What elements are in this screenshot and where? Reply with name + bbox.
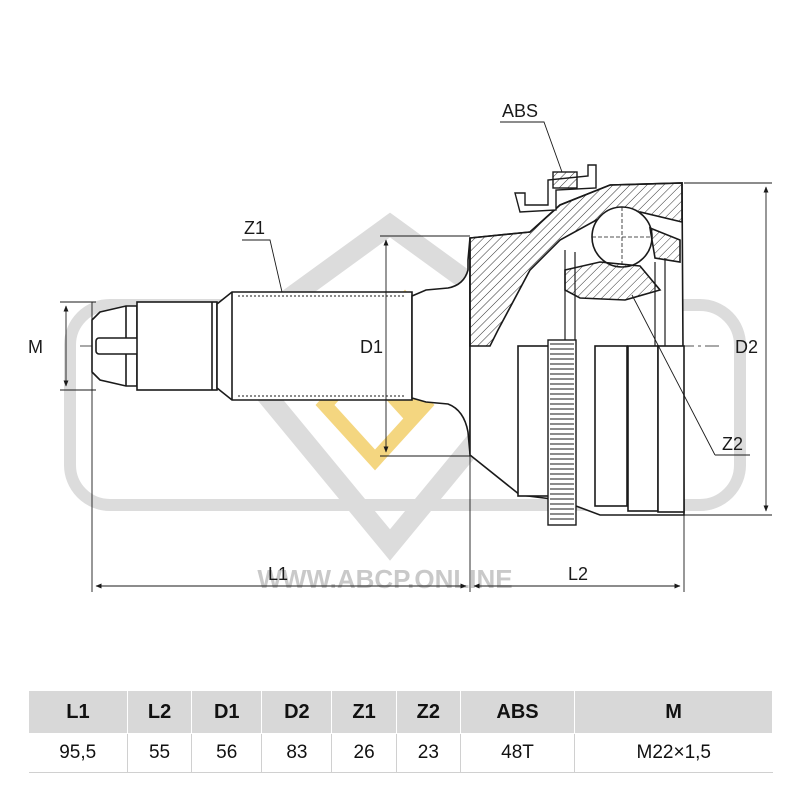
value-d2: 83 [261, 733, 332, 773]
header-z2: Z2 [395, 690, 461, 734]
l2-label: L2 [568, 564, 588, 584]
value-d1: 56 [191, 733, 262, 773]
value-l2: 55 [126, 733, 192, 773]
header-l1: L1 [28, 690, 128, 734]
header-abs: ABS [459, 690, 576, 734]
header-m: M [574, 690, 773, 734]
d1-label: D1 [360, 337, 383, 357]
value-z2: 23 [395, 733, 461, 773]
value-l1: 95,5 [28, 733, 128, 773]
m-label: M [28, 337, 43, 357]
value-z1: 26 [331, 733, 397, 773]
header-z1: Z1 [331, 690, 397, 734]
watermark-url: WWW.ABCP.ONLINE [257, 564, 512, 594]
outer-housing [469, 182, 685, 516]
d2-label: D2 [735, 337, 758, 357]
abs-ring-teeth [550, 343, 574, 520]
z1-label: Z1 [244, 218, 265, 238]
abs-ring [514, 164, 597, 526]
dimensions [60, 121, 772, 592]
specs-table: L1 L2 D1 D2 Z1 Z2 ABS M 95,5 55 56 83 26… [28, 690, 773, 773]
specs-value-row: 95,5 55 56 83 26 23 48T M22×1,5 [28, 733, 773, 773]
value-m: M22×1,5 [574, 733, 773, 773]
z2-label: Z2 [722, 434, 743, 454]
specs-header-row: L1 L2 D1 D2 Z1 Z2 ABS M [28, 690, 773, 734]
value-abs: 48T [459, 733, 575, 773]
abs-label: ABS [502, 101, 538, 121]
l1-label: L1 [268, 564, 288, 584]
cv-joint-drawing: WWW.ABCP.ONLINE [28, 101, 772, 594]
header-d1: D1 [191, 690, 263, 734]
z1-leader [242, 239, 283, 293]
header-l2: L2 [126, 690, 193, 734]
header-d2: D2 [261, 690, 333, 734]
abs-leader [500, 121, 563, 173]
shaft [91, 237, 471, 455]
